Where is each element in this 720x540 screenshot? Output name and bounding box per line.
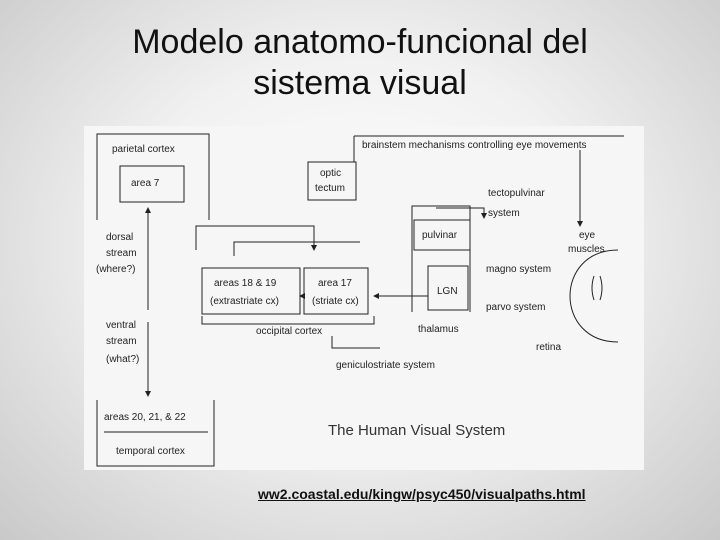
label-thalamus: thalamus	[418, 324, 459, 335]
label-dorsal-stream: stream	[106, 248, 137, 259]
feedback-line-upper	[196, 226, 314, 250]
label-pulvinar: pulvinar	[422, 230, 458, 241]
source-link[interactable]: ww2.coastal.edu/kingw/psyc450/visualpath…	[258, 486, 586, 502]
label-geniculostriate: geniculostriate system	[336, 360, 435, 371]
label-brainstem: brainstem mechanisms controlling eye mov…	[362, 140, 587, 151]
label-area-7: area 7	[131, 178, 160, 189]
label-dorsal: dorsal	[106, 232, 133, 243]
label-magno: magno system	[486, 264, 551, 275]
eye-outline	[570, 250, 618, 342]
diagram-caption: The Human Visual System	[328, 422, 505, 439]
label-parietal-cortex: parietal cortex	[112, 144, 175, 155]
label-areas-18-19: areas 18 & 19	[214, 278, 277, 289]
slide-title: Modelo anatomo-funcional del sistema vis…	[60, 22, 660, 104]
diagram-figure: parietal cortex area 7 brainstem mechani…	[84, 126, 644, 470]
label-striate: (striate cx)	[312, 296, 359, 307]
label-tectum: tectum	[315, 183, 345, 194]
tectopulvinar-arrow	[436, 208, 484, 218]
label-tectopulvinar: tectopulvinar	[488, 188, 545, 199]
label-extrastriate: (extrastriate cx)	[210, 296, 279, 307]
label-where: (where?)	[96, 264, 135, 275]
label-areas-20-21-22: areas 20, 21, & 22	[104, 412, 186, 423]
label-retina: retina	[536, 342, 561, 353]
area-17-box	[304, 268, 368, 314]
feedback-line-lower	[234, 242, 360, 256]
label-tectopulvinar-system: system	[488, 208, 520, 219]
occipital-bracket	[202, 316, 374, 324]
label-parvo: parvo system	[486, 302, 545, 313]
title-line-2: sistema visual	[60, 63, 660, 104]
areas-18-19-box	[202, 268, 300, 314]
label-what: (what?)	[106, 354, 139, 365]
visual-system-diagram: parietal cortex area 7 brainstem mechani…	[84, 126, 644, 470]
brainstem-drop	[354, 136, 356, 162]
title-line-1: Modelo anatomo-funcional del	[60, 22, 660, 63]
label-temporal: temporal cortex	[116, 446, 185, 457]
eye-lens-icon	[592, 276, 602, 300]
label-optic: optic	[320, 168, 341, 179]
label-occipital: occipital cortex	[256, 326, 322, 337]
label-lgn: LGN	[437, 286, 458, 297]
label-ventral: ventral	[106, 320, 136, 331]
label-area-17: area 17	[318, 278, 352, 289]
label-ventral-stream: stream	[106, 336, 137, 347]
label-eye: eye	[579, 230, 596, 241]
geniculostriate-bracket	[332, 336, 380, 348]
